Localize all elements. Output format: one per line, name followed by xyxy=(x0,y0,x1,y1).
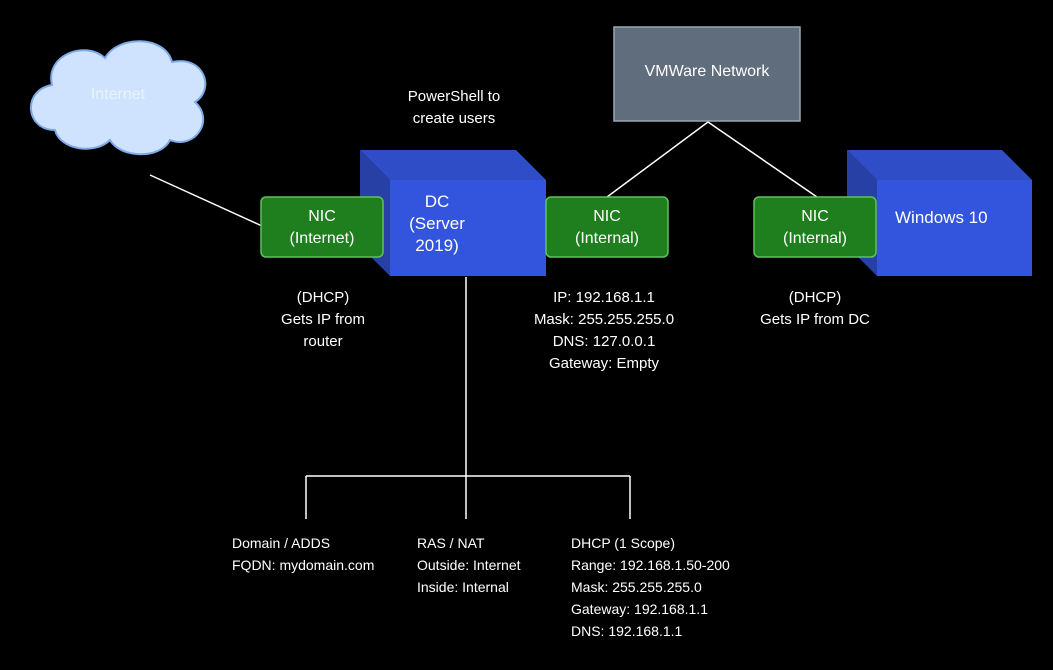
service-line: RAS / NAT xyxy=(417,535,485,551)
dc-cube-top xyxy=(360,150,546,180)
win-cube-top xyxy=(847,150,1032,180)
nic-title: NIC xyxy=(801,208,829,225)
nic-subtitle: (Internal) xyxy=(574,230,640,247)
dc-label-line: (Server xyxy=(409,214,465,233)
config-line: IP: 192.168.1.1 xyxy=(553,289,655,306)
service-domain: Domain / ADDS FQDN: mydomain.com xyxy=(232,532,374,576)
dc-internal-config: IP: 192.168.1.1 Mask: 255.255.255.0 DNS:… xyxy=(504,287,704,375)
service-line: DNS: 192.168.1.1 xyxy=(571,623,683,639)
note-line: Gets IP from xyxy=(281,311,365,328)
powershell-note-line: PowerShell to xyxy=(407,88,501,105)
service-line: Mask: 255.255.255.0 xyxy=(571,579,702,595)
nic-internet-label: NIC (Internet) xyxy=(261,206,383,250)
service-ras-nat: RAS / NAT Outside: Internet Inside: Inte… xyxy=(417,532,521,598)
connector-lines xyxy=(149,121,818,519)
vmware-network-box xyxy=(613,26,801,122)
nic-subtitle: (Internet) xyxy=(289,230,355,247)
nic-subtitle: (Internal) xyxy=(782,230,848,247)
dc-label: DC (Server 2019) xyxy=(392,191,482,257)
service-line: Inside: Internal xyxy=(417,579,509,595)
line-vmware-to-win-nic xyxy=(707,121,818,198)
service-line: Domain / ADDS xyxy=(232,535,331,551)
nic-dc-internal-box xyxy=(545,196,669,258)
nic-title: NIC xyxy=(308,208,336,225)
line-internet-to-nic xyxy=(149,174,263,227)
win-nic-note: (DHCP) Gets IP from DC xyxy=(740,287,890,331)
service-line: Outside: Internet xyxy=(417,557,521,573)
config-line: Mask: 255.255.255.0 xyxy=(533,311,675,328)
note-line: Gets IP from DC xyxy=(760,311,870,328)
dc-label-line: DC xyxy=(424,192,450,211)
nic-win-internal-label: NIC (Internal) xyxy=(754,206,876,250)
windows10-label: Windows 10 xyxy=(895,208,988,227)
nic-internet-note: (DHCP) Gets IP from router xyxy=(253,287,393,353)
powershell-note: PowerShell to create users xyxy=(384,86,524,130)
config-line: DNS: 127.0.0.1 xyxy=(552,333,656,350)
dc-label-line: 2019) xyxy=(415,236,459,255)
nic-dc-internal-label: NIC (Internal) xyxy=(546,206,668,250)
config-line: Gateway: Empty xyxy=(548,355,660,372)
vmware-network-label: VMWare Network xyxy=(644,63,770,80)
win-cube-front xyxy=(877,180,1032,276)
nic-win-internal-box xyxy=(753,196,877,258)
powershell-note-line: create users xyxy=(412,110,496,127)
note-line: router xyxy=(303,333,343,350)
internet-cloud-icon xyxy=(29,40,207,156)
nic-title: NIC xyxy=(593,208,621,225)
note-line: (DHCP) xyxy=(788,289,842,306)
service-line: Gateway: 192.168.1.1 xyxy=(571,601,708,617)
nic-internet-box xyxy=(260,196,384,258)
line-vmware-to-dc-nic xyxy=(606,121,709,198)
service-line: FQDN: mydomain.com xyxy=(232,557,375,573)
internet-cloud-label: Internet xyxy=(90,86,146,103)
dc-cube-front xyxy=(390,180,546,276)
service-line: Range: 192.168.1.50-200 xyxy=(571,557,730,573)
note-line: (DHCP) xyxy=(296,289,350,306)
service-line: DHCP (1 Scope) xyxy=(571,535,676,551)
service-dhcp: DHCP (1 Scope) Range: 192.168.1.50-200 M… xyxy=(571,532,730,642)
